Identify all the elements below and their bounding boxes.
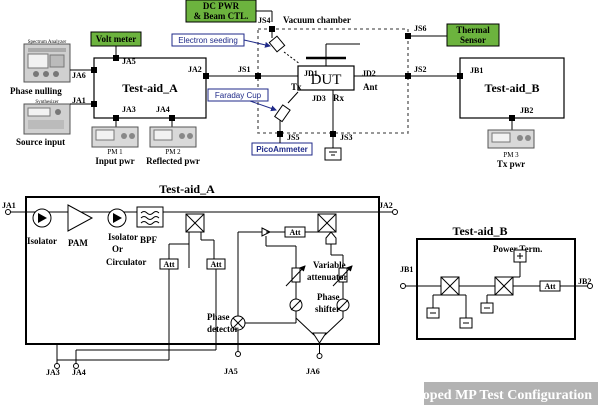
electron-gun-icon — [268, 35, 286, 53]
pm2-label: PM 2 — [165, 148, 181, 156]
caption-text: In-house Developed MP Test Configuration — [334, 388, 592, 403]
ja1-detail-label: JA1 — [2, 201, 16, 210]
ja6-label: JA6 — [72, 71, 86, 80]
isolator-2-label: Isolator — [108, 232, 138, 242]
att-b-label: Att — [544, 282, 555, 291]
test-aid-a-box — [93, 57, 207, 119]
jd3-label: JD3 — [312, 94, 326, 103]
tx-pwr-label: Tx pwr — [497, 159, 525, 169]
caption-bar — [424, 382, 598, 405]
spectrum-analyzer-label: Spectrum Analyzer — [28, 40, 67, 45]
shifter-label: shifter — [315, 304, 340, 314]
jb2-label: JB2 — [520, 106, 533, 115]
phase-detector-label-1: Phase — [207, 312, 230, 322]
thermal-sensor-box — [446, 23, 500, 47]
picoammeter-box — [251, 142, 313, 156]
ja2-detail-label: JA2 — [379, 201, 393, 210]
reflected-pwr-label: Reflected pwr — [146, 156, 200, 166]
ja4-label: JA4 — [156, 105, 170, 114]
test-aid-b-label: Test-aid_B — [485, 81, 540, 95]
or-label: Or — [112, 244, 123, 254]
ja5-label: JA5 — [122, 57, 136, 66]
ja3-detail-label: JA3 — [46, 368, 60, 377]
ja6-detail-label: JA6 — [306, 367, 320, 376]
test-aid-b-detail-title: Test-aid_B — [453, 224, 508, 238]
rx-label: Rx — [333, 93, 344, 103]
att-b-box — [539, 280, 561, 292]
thermal-label: Thermal — [456, 25, 490, 35]
variable-label: Variable — [313, 260, 346, 270]
power-term-label: Power Term. — [493, 244, 542, 254]
phase-detector-label-2: detector — [207, 324, 238, 334]
volt-meter-label: Volt meter — [96, 34, 136, 44]
sensor-label: Sensor — [460, 35, 486, 45]
faraday-cup-box — [207, 88, 269, 102]
pm3-label: PM 3 — [503, 151, 519, 159]
jd2-label: JD2 — [362, 69, 376, 78]
ant-label: Ant — [363, 82, 378, 92]
dc-pwr-label: DC PWR — [203, 1, 240, 11]
ja2-label: JA2 — [188, 65, 202, 74]
test-aid-b-box — [459, 57, 565, 119]
js1-label: JS1 — [238, 65, 250, 74]
input-pwr-label: Input pwr — [95, 156, 134, 166]
attenuator-label: attenuator — [307, 272, 348, 282]
jb1-label: JB1 — [470, 66, 483, 75]
faraday-cup-icon — [274, 104, 291, 123]
bpf-label: BPF — [140, 235, 158, 245]
faraday-cup-label: Faraday Cup — [215, 91, 262, 100]
js5-label: JS5 — [287, 133, 299, 142]
isolator-1-label: Isolator — [27, 236, 57, 246]
pam-amplifier-icon — [67, 204, 94, 232]
ja5-detail-label: JA5 — [224, 367, 238, 376]
ground-icon — [324, 147, 342, 161]
jb2-detail-label: JB2 — [578, 277, 591, 286]
att-3-label: Att — [289, 228, 300, 237]
test-aid-b-detail-box — [416, 238, 576, 340]
js6-label: JS6 — [414, 24, 426, 33]
combiner-icon — [312, 332, 327, 344]
source-input-label: Source input — [16, 137, 65, 147]
js4-label: JS4 — [258, 16, 270, 25]
pm1-label: PM 1 — [107, 148, 123, 156]
ja4-detail-label: JA4 — [72, 368, 86, 377]
picoammeter-label: PicoAmmeter — [256, 145, 308, 154]
test-aid-a-detail-title: Test-aid_A — [159, 182, 215, 196]
test-aid-a-label: Test-aid_A — [122, 81, 178, 95]
phase-label: Phase — [317, 292, 340, 302]
phase-nulling-label: Phase nulling — [10, 86, 62, 96]
jd1-label: JD1 — [304, 69, 318, 78]
ja3-label: JA3 — [122, 105, 136, 114]
circulator-label: Circulator — [106, 257, 146, 267]
synthesizer-label: Synthesizer — [35, 100, 59, 105]
pam-label: PAM — [68, 238, 88, 248]
js2-label: JS2 — [414, 65, 426, 74]
dut-box — [297, 65, 355, 91]
electron-seeding-label: Electron seeding — [178, 36, 238, 45]
jb1-detail-label: JB1 — [400, 265, 413, 274]
js3-label: JS3 — [340, 133, 352, 142]
beam-ctl-label: & Beam CTL. — [194, 11, 249, 21]
vacuum-chamber-box — [257, 28, 409, 134]
tx-label: Tx — [291, 82, 302, 92]
dut-label: DUT — [311, 72, 342, 88]
att-2-label: Att — [210, 260, 221, 269]
test-aid-a-detail-box — [25, 196, 380, 345]
att-1-label: Att — [163, 260, 174, 269]
ja1-label: JA1 — [72, 96, 86, 105]
vacuum-chamber-label: Vacuum chamber — [283, 15, 351, 25]
